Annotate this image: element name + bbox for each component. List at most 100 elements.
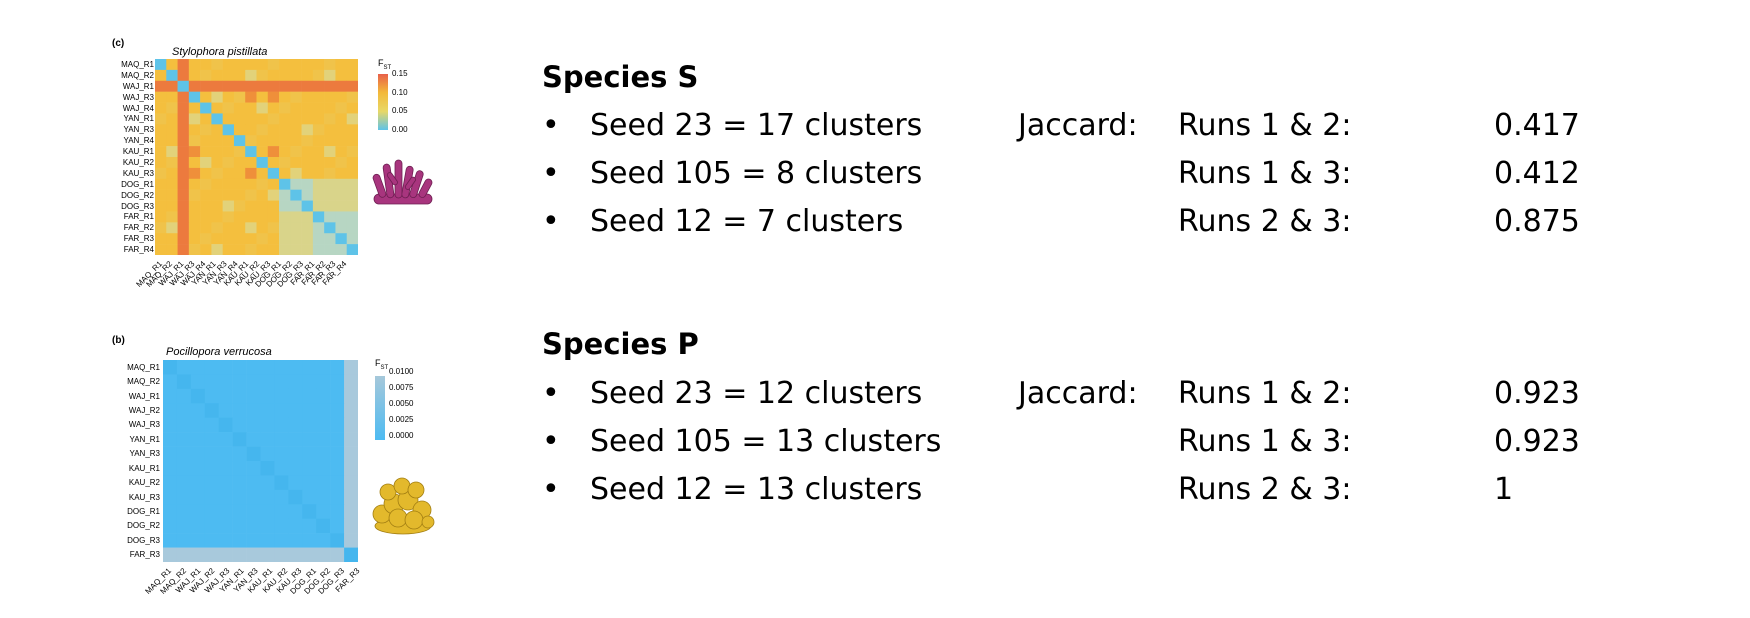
heatmap-cell xyxy=(288,446,303,462)
heatmap-cell xyxy=(218,446,233,462)
species-s-seed-1: Seed 23 = 17 clusters xyxy=(590,108,923,143)
heatmap-cell xyxy=(288,432,303,447)
heatmap-cell xyxy=(346,69,358,82)
heatmap-cell xyxy=(188,157,201,169)
heatmap-cell xyxy=(330,360,345,375)
heatmap-cell xyxy=(177,244,190,255)
heatmap-cell xyxy=(260,432,275,447)
heatmap-cell xyxy=(256,167,269,180)
heatmap-cell xyxy=(155,167,167,180)
heatmap-cell xyxy=(302,417,317,433)
heatmap-cell xyxy=(316,518,331,534)
heatmap-cell xyxy=(301,124,314,136)
heatmap-cell xyxy=(274,360,289,375)
heatmap-cell xyxy=(218,533,233,548)
heatmap-cell xyxy=(176,475,192,491)
heatmap-cell xyxy=(324,167,336,180)
heatmap-cell xyxy=(312,102,325,114)
heatmap-cell xyxy=(316,403,331,419)
heatmap-cell xyxy=(204,446,220,462)
heatmap-cell xyxy=(316,360,331,375)
heatmap-cell xyxy=(256,222,269,234)
heatmap-row-label: WAJ_R4 xyxy=(122,103,154,113)
heatmap-cell xyxy=(267,167,280,180)
heatmap-cell xyxy=(211,222,223,234)
heatmap-cell xyxy=(288,417,303,433)
heatmap-cell xyxy=(279,135,291,147)
heatmap-cell xyxy=(246,417,261,433)
heatmap-cell xyxy=(222,244,235,255)
heatmap-cell xyxy=(155,113,167,125)
heatmap-cell xyxy=(267,59,280,71)
heatmap-cell xyxy=(290,102,302,114)
heatmap-cell xyxy=(233,233,246,245)
heatmap-cell xyxy=(245,167,257,180)
heatmap-cell xyxy=(279,69,291,82)
heatmap-cell xyxy=(233,113,246,125)
heatmap-cell xyxy=(301,211,314,223)
heatmap-cell xyxy=(335,167,348,180)
heatmap-cell xyxy=(188,189,201,201)
heatmap-cell xyxy=(176,374,192,390)
heatmap-row-label: FAR_R3 xyxy=(123,234,154,244)
heatmap-cell xyxy=(302,446,317,462)
species-s-run-2: Runs 1 & 3: xyxy=(1178,156,1352,191)
heatmap-cell xyxy=(344,461,358,476)
heatmap-cell xyxy=(260,547,275,562)
heatmap-cell xyxy=(218,504,233,520)
heatmap-cell xyxy=(233,244,246,255)
heatmap-cell xyxy=(232,446,247,462)
heatmap-cell xyxy=(324,113,336,125)
heatmap-cell xyxy=(190,547,206,562)
heatmap-cell xyxy=(233,102,246,114)
heatmap-cell xyxy=(204,432,220,447)
heatmap-cell xyxy=(316,446,331,462)
heatmap-cell xyxy=(200,200,212,212)
heatmap-cell xyxy=(312,157,325,169)
heatmap-cell xyxy=(312,233,325,245)
heatmap-cell xyxy=(233,135,246,147)
heatmap-cell xyxy=(232,388,247,404)
heatmap-row-label: WAJ_R1 xyxy=(128,391,160,401)
heatmap-cell xyxy=(301,200,314,212)
heatmap-cell xyxy=(190,489,206,505)
heatmap-row-label: WAJ_R1 xyxy=(122,81,154,91)
heatmap-cell xyxy=(324,189,336,201)
heatmap-cell xyxy=(256,102,269,114)
heatmap-cell xyxy=(177,80,190,92)
legend-tick-label: 0.05 xyxy=(392,106,408,116)
heatmap-cell xyxy=(176,518,192,534)
heatmap-cell xyxy=(166,200,178,212)
heatmap-cell xyxy=(211,157,223,169)
heatmap-cell xyxy=(324,200,336,212)
heatmap-cell xyxy=(233,178,246,190)
heatmap-cell xyxy=(302,489,317,505)
heatmap-cell xyxy=(344,432,358,447)
heatmap-cell xyxy=(177,167,190,180)
heatmap-cell xyxy=(200,222,212,234)
heatmap-cell xyxy=(218,461,233,476)
heatmap-cell xyxy=(166,167,178,180)
heatmap-cell xyxy=(233,59,246,71)
heatmap-cell xyxy=(260,374,275,390)
heatmap-cell xyxy=(163,417,178,433)
heatmap-cell xyxy=(346,146,358,158)
heatmap-cell xyxy=(163,360,178,375)
heatmap-cell xyxy=(274,417,289,433)
heatmap-cell xyxy=(324,233,336,245)
heatmap-cell xyxy=(316,432,331,447)
heatmap-cell xyxy=(316,461,331,476)
heatmap-row-label: YAN_R1 xyxy=(123,114,154,124)
heatmap-cell xyxy=(200,211,212,223)
heatmap-cell xyxy=(279,189,291,201)
heatmap-cell xyxy=(324,102,336,114)
species-p-run-2: Runs 1 & 3: xyxy=(1178,424,1352,459)
heatmap-cell xyxy=(260,504,275,520)
heatmap-cell xyxy=(233,91,246,103)
heatmap-cell xyxy=(256,200,269,212)
heatmap-cell xyxy=(200,157,212,169)
heatmap-cell xyxy=(232,489,247,505)
heatmap-cell xyxy=(166,157,178,169)
heatmap-cell xyxy=(290,244,302,255)
